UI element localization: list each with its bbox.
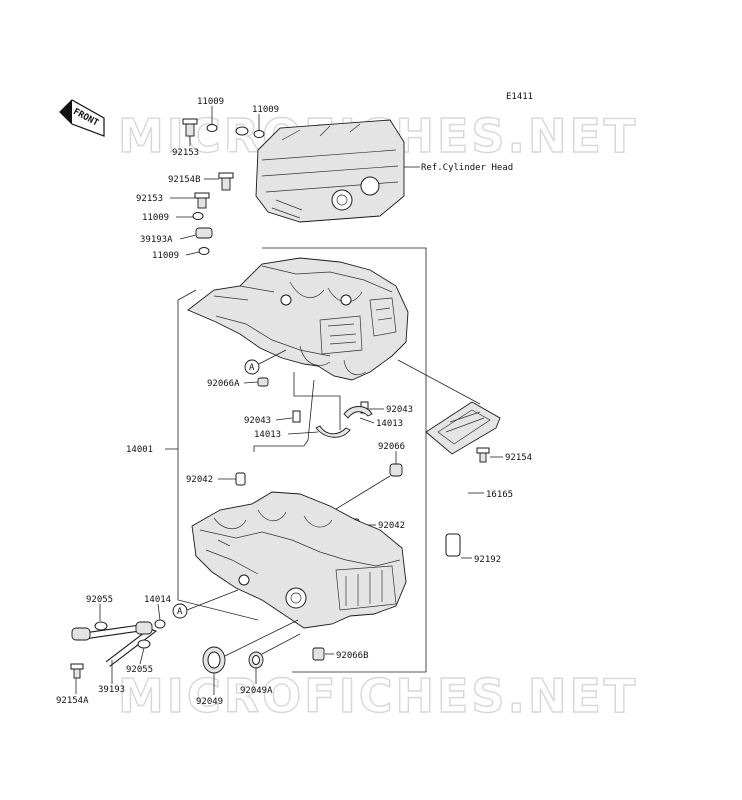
- cylinder-head-ref: [255, 119, 405, 223]
- label-92153-mid: 92153: [136, 194, 163, 204]
- ref-cylinder-head-label: Ref.Cylinder Head: [421, 163, 513, 173]
- callout-a-upper: [244, 359, 260, 375]
- label-16165: 16165: [486, 490, 513, 500]
- callout-a-lower: [172, 603, 188, 619]
- lower-crankcase: [191, 491, 407, 629]
- bearing-14013-right: [343, 406, 373, 419]
- label-92153-top: 92153: [172, 148, 199, 158]
- bolt-92153-top: [182, 118, 198, 137]
- label-11009-mid: 11009: [142, 213, 169, 223]
- bolt-92154B: [218, 172, 234, 191]
- washer-11009-c: [253, 130, 265, 138]
- label-11009-low: 11009: [152, 251, 179, 261]
- upper-crankcase: [187, 257, 409, 381]
- label-92055-left: 92055: [86, 595, 113, 605]
- label-92154B: 92154B: [168, 175, 201, 185]
- label-92043-left: 92043: [244, 416, 271, 426]
- label-14013-left: 14013: [254, 430, 281, 440]
- label-14013-right: 14013: [376, 419, 403, 429]
- label-92154: 92154: [505, 453, 532, 463]
- dowel-92066A: [257, 377, 269, 387]
- label-11009-top1: 11009: [197, 97, 224, 107]
- label-39193A: 39193A: [140, 235, 173, 245]
- bolt-92154-right: [476, 447, 490, 463]
- oring-92055-right: [137, 639, 151, 649]
- breather-plate: [425, 401, 501, 455]
- oring-92055-left: [94, 621, 108, 631]
- oil-seal-92049: [202, 646, 226, 674]
- plug-14014: [154, 619, 166, 629]
- dowel-92043-left: [292, 410, 301, 423]
- label-92066: 92066: [378, 442, 405, 452]
- label-92154A: 92154A: [56, 696, 89, 706]
- callout-a-upper-text: A: [249, 363, 255, 373]
- label-39193: 39193: [98, 685, 125, 695]
- label-92042-right: 92042: [378, 521, 405, 531]
- label-11009-top2: 11009: [252, 105, 279, 115]
- label-92066A: 92066A: [207, 379, 240, 389]
- washer-11009-b: [235, 126, 249, 136]
- washer-11009-low: [198, 247, 210, 255]
- label-92049A: 92049A: [240, 686, 273, 696]
- watermark-bottom: MICROFICHES.NET: [118, 669, 638, 723]
- label-92066B: 92066B: [336, 651, 369, 661]
- label-92043-right: 92043: [386, 405, 413, 415]
- front-arrow-icon: FRONT: [59, 99, 105, 137]
- washer-11009-mid: [192, 212, 204, 220]
- label-14014: 14014: [144, 595, 171, 605]
- label-92192: 92192: [474, 555, 501, 565]
- oil-pipe-39193: [71, 621, 158, 667]
- banjo-39193A: [195, 227, 213, 239]
- diagram-code: E1411: [506, 92, 533, 102]
- callout-a-lower-text: A: [177, 607, 183, 617]
- label-14001: 14001: [126, 445, 153, 455]
- label-92055-right-text: 92055: [126, 665, 153, 675]
- dowel-92042-left: [235, 472, 246, 486]
- pipe-end-92192: [445, 533, 461, 557]
- washer-11009-a: [206, 124, 218, 132]
- oil-seal-92049A: [248, 651, 264, 669]
- dowel-92066: [389, 463, 403, 477]
- label-92049: 92049: [196, 697, 223, 707]
- label-92042-left: 92042: [186, 475, 213, 485]
- bearing-14013-left: [315, 425, 351, 438]
- dowel-92066B: [312, 647, 325, 661]
- bolt-92154A: [70, 663, 84, 679]
- bolt-92153-mid: [194, 192, 210, 209]
